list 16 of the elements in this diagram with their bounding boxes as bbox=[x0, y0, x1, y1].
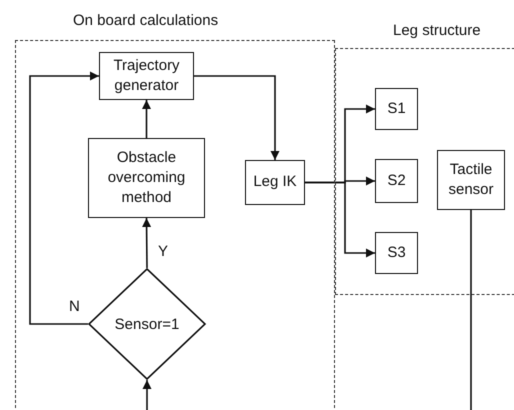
arrow bbox=[142, 380, 152, 410]
decision-diamond: Sensor=1 bbox=[88, 268, 206, 380]
region-title: Leg structure bbox=[393, 22, 481, 39]
process-box: S1 bbox=[375, 88, 418, 130]
process-box: Trajectory generator bbox=[99, 52, 194, 100]
arrow bbox=[142, 218, 152, 268]
process-box: Tactile sensor bbox=[437, 150, 505, 210]
arrow bbox=[29, 72, 99, 325]
region-title: On board calculations bbox=[73, 12, 218, 29]
process-box: S3 bbox=[375, 232, 418, 274]
process-box: Leg IK bbox=[245, 160, 305, 205]
arrow bbox=[142, 100, 151, 138]
process-box: Obstacle overcoming method bbox=[88, 138, 205, 218]
arrow bbox=[194, 75, 280, 160]
arrow bbox=[305, 182, 375, 258]
process-box: S2 bbox=[375, 159, 418, 203]
